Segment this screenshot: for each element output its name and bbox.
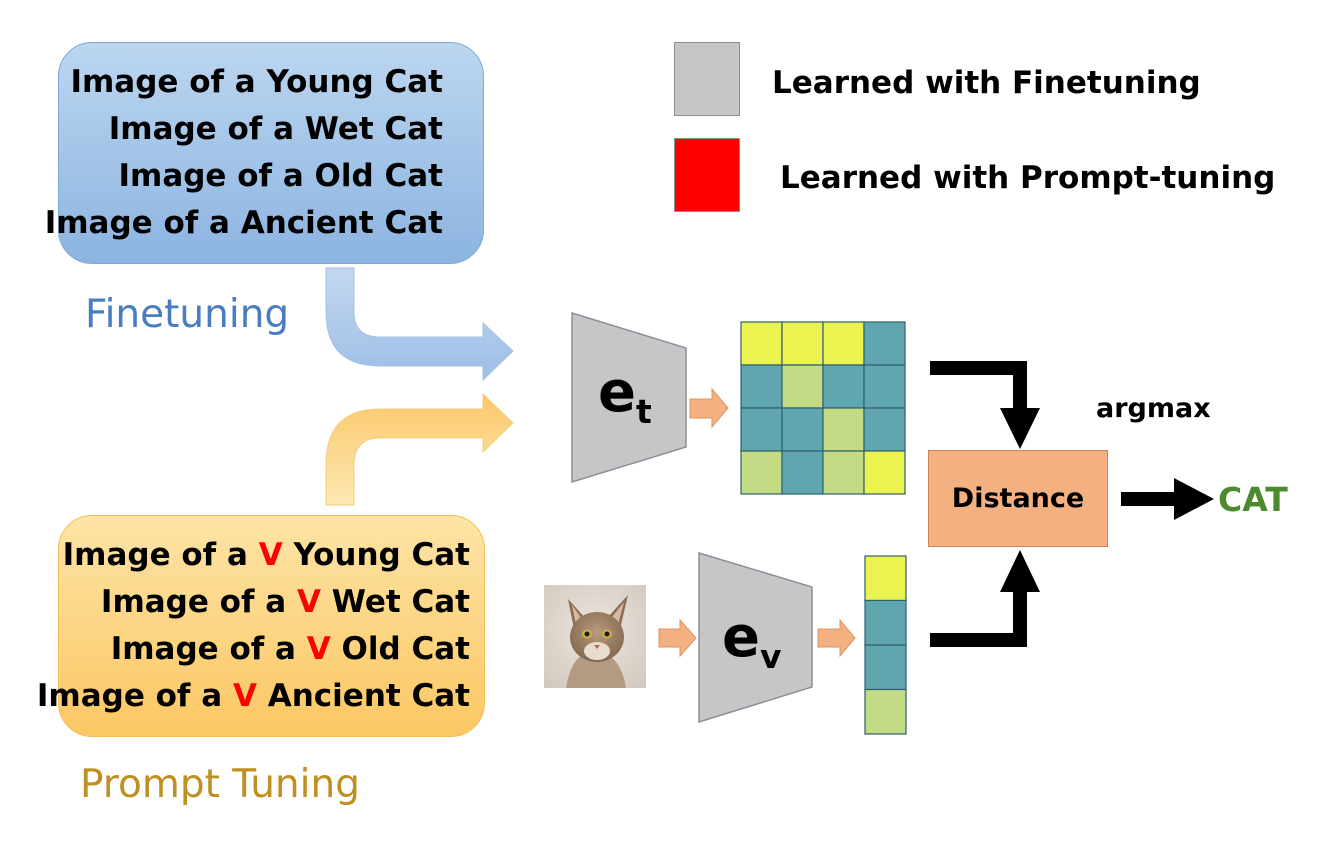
- text-embedding-to-distance-arrowhead: [1000, 408, 1040, 449]
- text-embedding-cell: [781, 364, 824, 409]
- learned-token-v: V: [232, 678, 257, 714]
- prompt-tuning-prompt-box: Image of a V Young Cat Image of a V Wet …: [37, 515, 485, 737]
- prompt-suffix: Wet Cat: [320, 584, 470, 620]
- prompt-tuning-prompt-line: Image of a V Ancient Cat: [37, 673, 470, 720]
- text-embedding-cell: [822, 321, 865, 366]
- prompt-suffix: Young Cat: [282, 537, 470, 573]
- output-arrow-shaft: [1121, 492, 1177, 506]
- text-embedding-cell: [740, 407, 783, 452]
- text-embedding-cell: [781, 407, 824, 452]
- distance-block: Distance: [928, 450, 1108, 547]
- learned-token-v: V: [258, 537, 283, 573]
- legend-finetuning-label: Learned with Finetuning: [772, 65, 1201, 101]
- text-embedding-cell: [740, 364, 783, 409]
- finetuning-prompt-line: Image of a Ancient Cat: [44, 205, 443, 241]
- prompt-prefix: Image of a: [36, 678, 233, 714]
- finetuning-prompt-line: Image of a Young Cat: [70, 64, 443, 100]
- text-embedding-to-distance-connector: [930, 361, 1027, 410]
- prompt-prefix: Image of a: [110, 631, 307, 667]
- image-embedding-to-distance-connector: [930, 590, 1027, 647]
- text-encoder-block: [571, 311, 687, 484]
- image-embedding-cell: [864, 599, 907, 646]
- prompt-tuning-prompt-line: Image of a V Old Cat: [111, 626, 470, 673]
- text-embedding-cell: [822, 364, 865, 409]
- finetuning-flow-arrow: [325, 267, 514, 382]
- image-embedding-cell: [864, 644, 907, 691]
- prompt-tuning-prompt-line: Image of a V Young Cat: [63, 532, 470, 579]
- finetuning-prompt-line: Image of a Wet Cat: [108, 111, 443, 147]
- image-embedding-to-distance-arrowhead: [1000, 550, 1040, 592]
- prompt-tuning-prompt-line: Image of a V Wet Cat: [101, 579, 470, 626]
- visual-encoder-block: [698, 551, 813, 724]
- argmax-label: argmax: [1096, 393, 1211, 424]
- image-embedding-cell: [864, 555, 907, 602]
- prompt-prefix: Image of a: [62, 537, 259, 573]
- output-arrowhead: [1174, 478, 1214, 520]
- prompt-tuning-label: Prompt Tuning: [80, 762, 360, 807]
- text-embedding-cell: [863, 407, 906, 452]
- encoder-letter: e: [722, 605, 760, 670]
- distance-label: Distance: [951, 483, 1085, 514]
- finetuning-prompt-box: Image of a Young Cat Image of a Wet Cat …: [45, 42, 484, 264]
- text-embedding-cell: [822, 407, 865, 452]
- prompt-prefix: Image of a: [100, 584, 297, 620]
- text-embedding-cell: [781, 450, 824, 495]
- image-embedding-vector: [864, 555, 907, 735]
- encoder-letter: e: [598, 360, 636, 425]
- visual-encoder-label: ev: [722, 605, 782, 676]
- encoder-to-text-embedding-arrow: [689, 387, 729, 429]
- legend-prompt-tuning-label: Learned with Prompt-tuning: [780, 160, 1276, 196]
- legend-prompt-tuning-swatch: [674, 138, 740, 212]
- encoder-subscript: t: [635, 392, 652, 431]
- text-encoder-label: et: [598, 360, 652, 431]
- encoder-to-image-embedding-arrow: [817, 618, 856, 658]
- legend-finetuning-swatch: [674, 42, 740, 116]
- text-embedding-cell: [863, 450, 906, 495]
- image-to-visual-encoder-arrow: [658, 618, 697, 658]
- learned-token-v: V: [306, 631, 331, 667]
- cat-input-image: [544, 585, 646, 688]
- prompt-suffix: Ancient Cat: [256, 678, 470, 714]
- text-embedding-cell: [863, 321, 906, 366]
- prompt-tuning-flow-arrow: [325, 392, 514, 506]
- output-class-label: CAT: [1218, 480, 1288, 519]
- text-embedding-cell: [863, 364, 906, 409]
- encoder-subscript: v: [759, 637, 782, 676]
- text-embedding-matrix: [740, 321, 906, 495]
- text-embedding-cell: [822, 450, 865, 495]
- text-embedding-cell: [740, 450, 783, 495]
- learned-token-v: V: [296, 584, 321, 620]
- finetuning-prompt-line: Image of a Old Cat: [118, 158, 443, 194]
- text-embedding-cell: [740, 321, 783, 366]
- text-embedding-cell: [781, 321, 824, 366]
- prompt-suffix: Old Cat: [330, 631, 470, 667]
- finetuning-label: Finetuning: [85, 292, 290, 337]
- image-embedding-cell: [864, 688, 907, 735]
